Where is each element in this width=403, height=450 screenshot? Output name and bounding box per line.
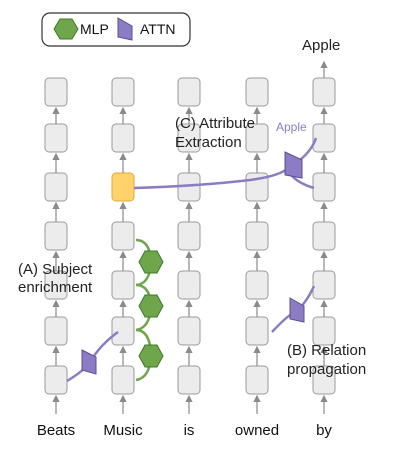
mlp-icon-3	[138, 344, 164, 368]
output-token: Apple	[302, 37, 340, 54]
layer-node	[111, 316, 135, 346]
layer-node	[177, 270, 201, 300]
layer-node	[245, 77, 269, 107]
subject-attn-icon	[81, 349, 97, 375]
mlp-icon-1	[138, 250, 164, 274]
layer-node	[177, 316, 201, 346]
layer-node	[44, 77, 68, 107]
token-by: by	[316, 422, 332, 439]
layer-node	[312, 270, 336, 300]
attribute-label-line1: (C) Attribute	[175, 115, 255, 132]
layer-node	[44, 172, 68, 202]
layer-node	[111, 221, 135, 251]
relation-label-line1: (B) Relation	[287, 342, 366, 359]
layer-node	[44, 221, 68, 251]
layer-node	[177, 365, 201, 395]
attribute-attn-path	[133, 167, 289, 190]
layer-node	[177, 221, 201, 251]
legend: MLP ATTN	[41, 12, 191, 47]
layer-node	[111, 365, 135, 395]
mlp-legend-icon	[53, 18, 79, 40]
token-beats: Beats	[37, 422, 75, 439]
layer-node	[312, 316, 336, 346]
highlighted-node	[111, 172, 135, 202]
subject-label-line1: (A) Subject	[18, 261, 93, 278]
layer-node	[312, 221, 336, 251]
legend-mlp-label: MLP	[80, 21, 109, 37]
layer-node	[44, 316, 68, 346]
layer-node	[312, 77, 336, 107]
layer-node	[177, 77, 201, 107]
legend-attn-label: ATTN	[140, 21, 176, 37]
legend-box	[41, 12, 191, 47]
attribute-label-line2: Extraction	[175, 134, 242, 151]
attn-legend-icon	[117, 17, 133, 41]
attribute-attn-path-2	[291, 175, 315, 190]
token-music: Music	[103, 422, 143, 439]
layer-node	[44, 365, 68, 395]
layer-node	[312, 172, 336, 202]
layer-node	[44, 123, 68, 153]
annotation-subject: (A) Subject enrichment	[18, 261, 93, 296]
layer-node	[245, 316, 269, 346]
layer-node	[111, 77, 135, 107]
layer-node	[245, 365, 269, 395]
relation-attn-icon	[289, 297, 305, 323]
layer-node	[111, 270, 135, 300]
relation-label-line2: propagation	[287, 361, 366, 378]
subject-label-line2: enrichment	[18, 279, 93, 296]
token-row: Beats Music is owned by	[37, 422, 333, 439]
attribute-attn-path-3	[299, 137, 318, 161]
layer-node	[245, 221, 269, 251]
token-is: is	[184, 422, 195, 439]
attribute-attn-icon	[284, 151, 303, 179]
annotation-attribute: (C) Attribute Extraction Apple	[175, 115, 307, 151]
token-owned: owned	[235, 422, 279, 439]
layer-node	[312, 123, 336, 153]
annotation-relation: (B) Relation propagation	[287, 342, 366, 378]
attribute-value-label: Apple	[276, 120, 307, 134]
mlp-icon-2	[138, 294, 164, 318]
layer-node	[245, 270, 269, 300]
layer-node	[111, 123, 135, 153]
connections	[66, 137, 318, 383]
